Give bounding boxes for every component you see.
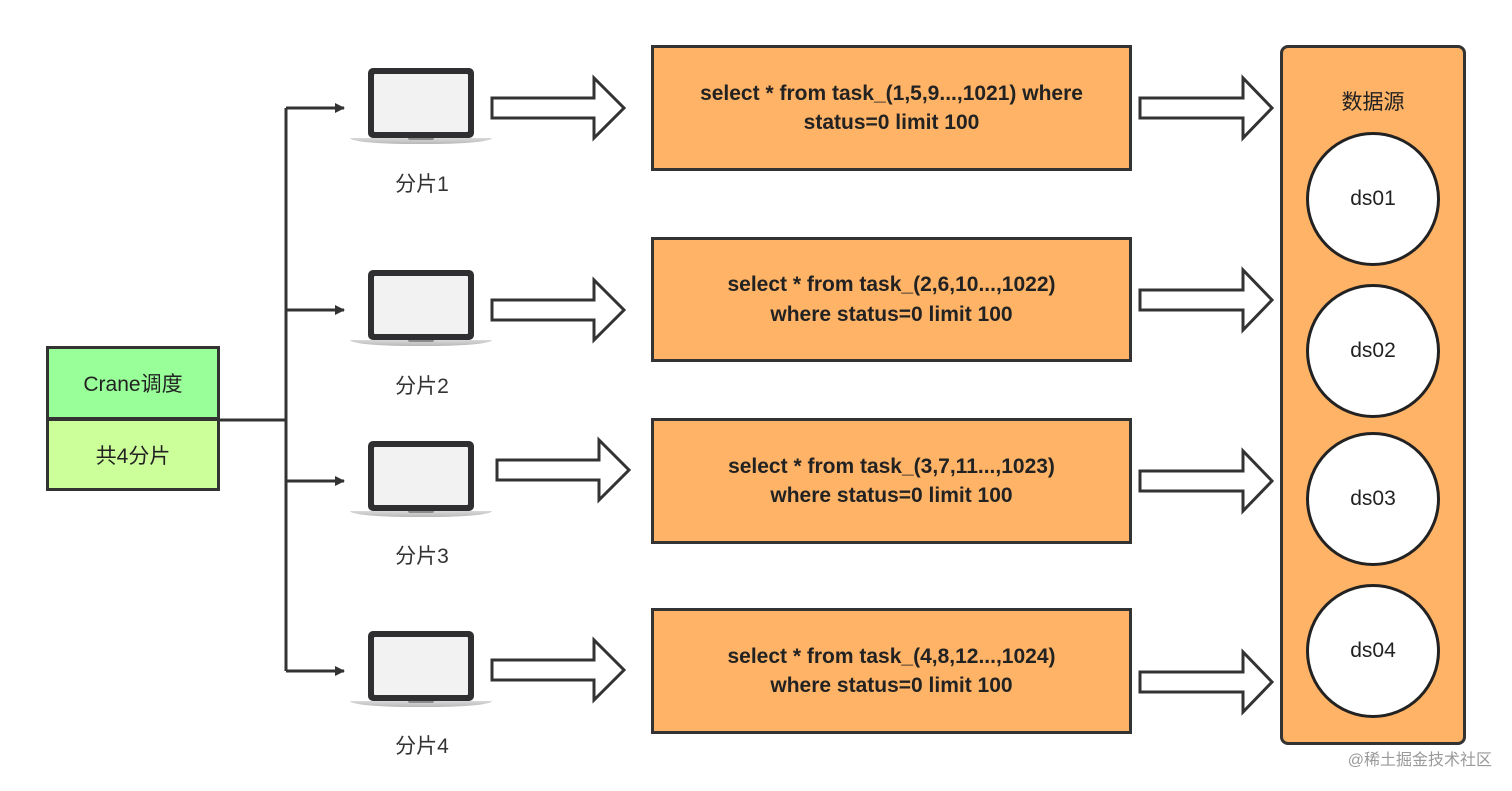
query-box-1: select * from task_(1,5,9...,1021) where… <box>651 45 1132 171</box>
laptop-icon <box>350 631 492 711</box>
hollow-arrow-icon <box>495 436 632 504</box>
shard-label-1: 分片1 <box>395 173 449 196</box>
query-box-4: select * from task_(4,8,12...,1024)where… <box>651 608 1132 734</box>
hollow-arrow-icon <box>1138 266 1275 334</box>
datasource-title: 数据源 <box>1341 91 1405 114</box>
query-line: where status=0 limit 100 <box>770 484 1013 507</box>
shard-label-4: 分片4 <box>395 735 449 758</box>
shard-label-3: 分片3 <box>395 545 449 568</box>
query-box-2: select * from task_(2,6,10...,1022)where… <box>651 237 1132 362</box>
laptop-icon <box>350 441 492 521</box>
watermark: @稀土掘金技术社区 <box>1347 752 1492 769</box>
laptop-icon <box>350 68 492 148</box>
query-line: select * from task_(1,5,9...,1021) where <box>700 81 1083 105</box>
hollow-arrow-icon <box>1138 648 1275 716</box>
hollow-arrows-shard-query <box>490 74 632 704</box>
hollow-arrow-icon <box>490 276 627 344</box>
hollow-arrow-icon <box>1138 74 1275 142</box>
query-line: status=0 limit 100 <box>803 111 980 134</box>
laptop-icon <box>350 270 492 350</box>
datasource-node-ds03: ds03 <box>1306 432 1440 566</box>
scheduler-subtitle: 共4分片 <box>46 418 220 491</box>
hollow-arrow-icon <box>1138 447 1275 515</box>
query-line: where status=0 limit 100 <box>770 302 1013 326</box>
scheduler-title: Crane调度 <box>46 346 220 420</box>
query-line: select * from task_(2,6,10...,1022) <box>727 273 1056 297</box>
datasource-node-ds04: ds04 <box>1306 584 1440 718</box>
datasource-node-ds01: ds01 <box>1306 132 1440 266</box>
query-line: where status=0 limit 100 <box>770 674 1013 697</box>
query-line: select * from task_(3,7,11...,1023) <box>728 454 1055 478</box>
datasource-node-ds02: ds02 <box>1306 284 1440 418</box>
shard-label-2: 分片2 <box>395 375 449 398</box>
hollow-arrow-icon <box>490 74 627 142</box>
hollow-arrow-icon <box>490 636 627 704</box>
shard-arrows <box>286 103 345 676</box>
hollow-arrows-query-ds <box>1138 74 1275 716</box>
query-box-3: select * from task_(3,7,11...,1023)where… <box>651 418 1132 544</box>
query-line: select * from task_(4,8,12...,1024) <box>727 644 1056 668</box>
